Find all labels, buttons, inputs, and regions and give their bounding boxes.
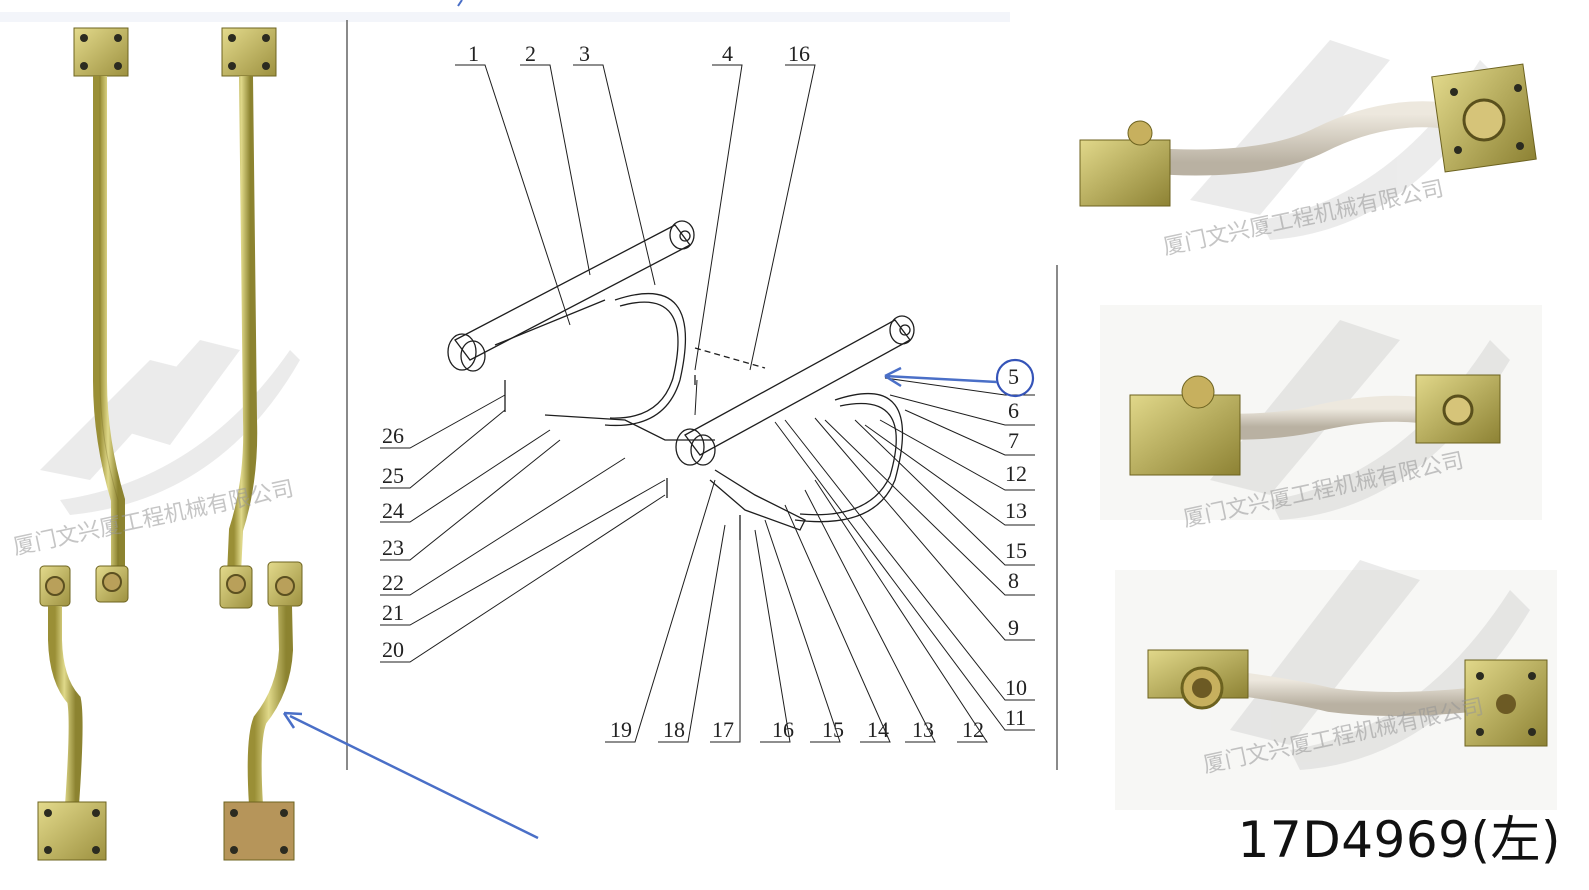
callout-right-13: 13 bbox=[1005, 498, 1027, 523]
right-pipes-illustration bbox=[1079, 40, 1557, 810]
callout-top-1: 1 bbox=[468, 41, 479, 66]
part-number-label: 17D4969(左) bbox=[1237, 811, 1561, 869]
callout-bottom-15: 15 bbox=[822, 717, 844, 742]
callout-bottom-17: 17 bbox=[712, 717, 734, 742]
callout-left-23: 23 bbox=[382, 535, 404, 560]
callout-left-21: 21 bbox=[382, 600, 404, 625]
right-pipe-photos: 厦门文兴厦工程机械有限公司 厦门文兴厦工程机械有限公司 厦门文兴厦工程机械有限公… bbox=[1060, 0, 1589, 890]
left-pipe-photos: 厦门文兴厦工程机械有限公司 bbox=[0, 0, 345, 890]
callout-right-10: 10 bbox=[1005, 675, 1027, 700]
callout-top-16: 16 bbox=[788, 41, 810, 66]
callout-left-25: 25 bbox=[382, 463, 404, 488]
callout-right-9: 9 bbox=[1008, 615, 1019, 640]
callout-left-24: 24 bbox=[382, 498, 404, 523]
cylinder-assembly-drawing bbox=[380, 64, 1035, 743]
tee-pipe-top bbox=[1079, 63, 1537, 207]
tee-pipe-bottom bbox=[1147, 649, 1548, 747]
exploded-parts-diagram: 1 2 3 4 16 5 6 7 12 13 15 8 9 10 11 26 2… bbox=[345, 0, 1060, 770]
tee-pipe-middle bbox=[1129, 374, 1501, 476]
divider-left bbox=[346, 20, 348, 770]
callout-right-11: 11 bbox=[1005, 705, 1027, 730]
long-pipe-a bbox=[73, 27, 129, 603]
long-pipe-b bbox=[219, 27, 277, 609]
short-pipe-b bbox=[223, 561, 303, 861]
callout-top-2: 2 bbox=[525, 41, 536, 66]
callout-right-12: 12 bbox=[1005, 461, 1027, 486]
callout-right-8: 8 bbox=[1008, 568, 1019, 593]
callout-left-26: 26 bbox=[382, 423, 404, 448]
callout-bottom-16: 16 bbox=[772, 717, 794, 742]
callout-bottom-18: 18 bbox=[663, 717, 685, 742]
highlight-circle bbox=[995, 358, 1035, 398]
callout-right-7: 7 bbox=[1008, 428, 1019, 453]
callout-bottom-19: 19 bbox=[610, 717, 632, 742]
callout-top-4: 4 bbox=[722, 41, 733, 66]
callout-right-5: 5 bbox=[1008, 364, 1019, 389]
watermark-logo bbox=[40, 340, 300, 515]
callout-top-3: 3 bbox=[579, 41, 590, 66]
callout-right-15: 15 bbox=[1005, 538, 1027, 563]
callout-bottom-14: 14 bbox=[867, 717, 889, 742]
callout-bottom-13: 13 bbox=[912, 717, 934, 742]
callout-right-6: 6 bbox=[1008, 398, 1019, 423]
callout-bottom-12: 12 bbox=[962, 717, 984, 742]
callout-left-22: 22 bbox=[382, 570, 404, 595]
short-pipe-a bbox=[37, 565, 107, 861]
divider-right bbox=[1056, 265, 1058, 770]
leader-lines bbox=[380, 64, 1035, 743]
callout-left-20: 20 bbox=[382, 637, 404, 662]
left-pipes-illustration bbox=[37, 27, 303, 861]
top-strip bbox=[0, 12, 1010, 22]
